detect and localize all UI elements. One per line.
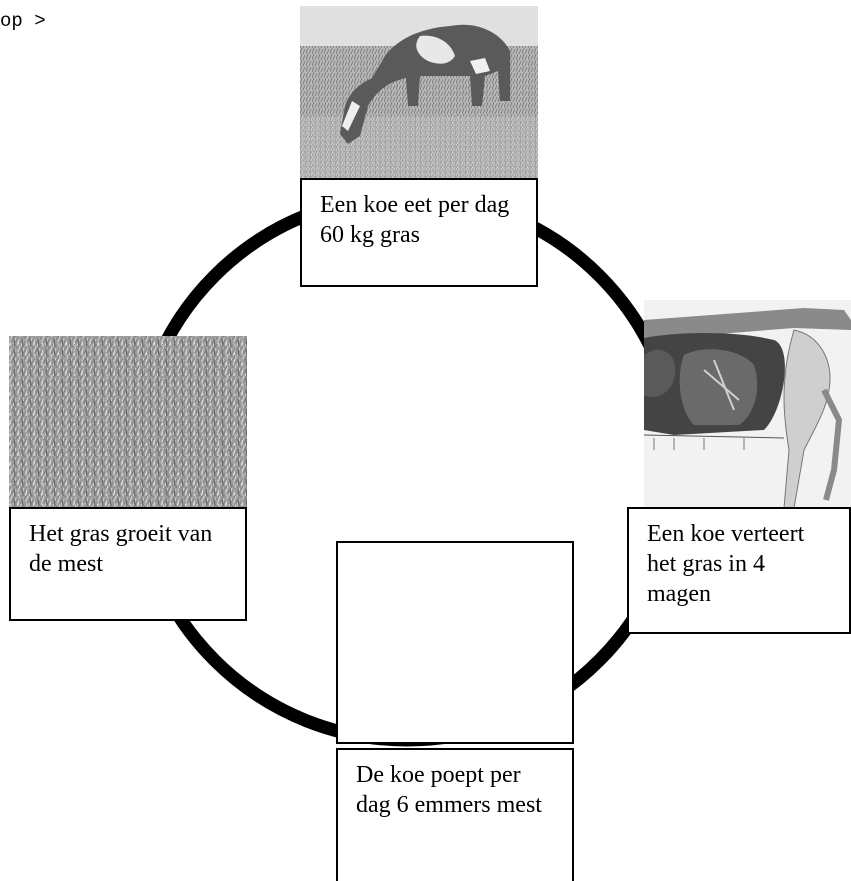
grass-image (9, 336, 247, 508)
stage-bottom-image-placeholder (336, 541, 574, 744)
grazing-cow-image (300, 6, 538, 178)
cow-stomach-anatomy-image (644, 300, 851, 508)
stage-right-label: Een koe verteert het gras in 4 magen (627, 507, 851, 634)
code-fragment-text: op > (0, 10, 46, 32)
stage-top-label: Een koe eet per dag 60 kg gras (300, 178, 538, 287)
stage-left-label: Het gras groeit van de mest (9, 507, 247, 621)
stage-bottom-label: De koe poept per dag 6 emmers mest (336, 748, 574, 881)
